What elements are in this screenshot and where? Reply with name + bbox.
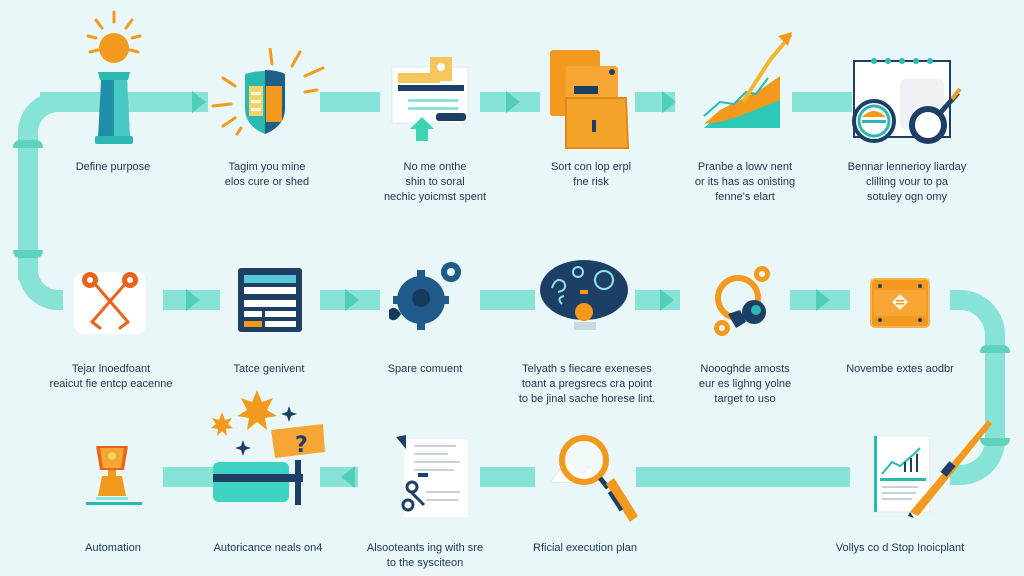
step-label: Rficial execution plan xyxy=(533,542,637,554)
step-label: Pranbe a lowv nent or its has as onistin… xyxy=(694,161,796,203)
pipe-segment xyxy=(163,467,213,487)
step-label: Sort con lop erpl fne risk xyxy=(550,161,632,188)
step-label: Spare comuent xyxy=(387,363,463,375)
form-window-icon xyxy=(237,265,303,333)
browser-upload-icon xyxy=(388,55,478,150)
pipe-flange xyxy=(980,438,1010,446)
step-label: Vollys co d Stop Inoicplant xyxy=(835,542,965,554)
flow-arrow-right xyxy=(186,289,200,311)
pipe-segment xyxy=(128,92,208,112)
trophy-icon xyxy=(84,442,144,507)
flow-arrow-right xyxy=(192,91,206,113)
pipe-flange xyxy=(13,250,43,258)
step-label: Autoricance neals on4 xyxy=(213,542,323,554)
flow-arrow-left xyxy=(341,466,355,488)
flow-arrow-right xyxy=(345,289,359,311)
magnifier-icon xyxy=(548,432,643,527)
flow-arrow-right xyxy=(660,289,674,311)
step-label: Tatce genivent xyxy=(233,363,305,375)
growth-chart-icon xyxy=(700,30,795,130)
crossed-tools-icon xyxy=(70,262,150,342)
pipe-segment xyxy=(480,467,535,487)
step-label: Tagim you mine elos cure or shed xyxy=(224,161,310,188)
lighthouse-icon xyxy=(78,8,158,153)
step-label: Bennar lennerioy liarday clilling vour t… xyxy=(847,161,967,203)
step-label: Tejar lnoedfoant reaicut fie entcp eacen… xyxy=(49,363,173,390)
gears-icon xyxy=(385,258,470,336)
step-label: Define purpose xyxy=(75,161,151,173)
pipe-segment xyxy=(320,92,380,112)
pipe-corner xyxy=(950,290,1005,340)
pipe-corner xyxy=(18,265,63,310)
cog-cluster-icon xyxy=(710,262,780,338)
step-label: Automation xyxy=(85,542,141,554)
step-label: Alsooteants ing with sre to the sysciteo… xyxy=(366,542,484,569)
question-sign-icon: ? xyxy=(205,390,330,506)
pipe-flange xyxy=(13,140,43,148)
flow-arrow-right xyxy=(816,289,830,311)
pipe-segment xyxy=(18,130,38,280)
report-pen-icon xyxy=(868,418,993,518)
flow-arrow-right xyxy=(662,91,676,113)
panel-icon xyxy=(870,278,930,328)
svg-text:?: ? xyxy=(295,433,308,458)
calendar-magnifier-icon xyxy=(848,55,963,145)
pipe-segment xyxy=(985,335,1005,445)
pipe-segment xyxy=(480,290,535,310)
brain-map-icon xyxy=(538,258,630,333)
step-label: Noooghde amosts eur es lighng yolne targ… xyxy=(698,363,792,405)
shield-icon xyxy=(205,46,325,138)
step-label: Telyath s fiecare exeneses toant a pregs… xyxy=(518,363,656,405)
pipe-flange xyxy=(980,345,1010,353)
pipe-corner xyxy=(18,92,58,132)
document-network-icon xyxy=(396,435,471,520)
step-label: No me onthe shin to soral nechic yoicmst… xyxy=(383,161,487,203)
flow-arrow-right xyxy=(506,91,520,113)
step-label: Novembe extes aodbr xyxy=(846,363,954,375)
pipe-segment xyxy=(792,92,852,112)
pipe-segment xyxy=(636,467,850,487)
folders-icon xyxy=(548,48,633,153)
